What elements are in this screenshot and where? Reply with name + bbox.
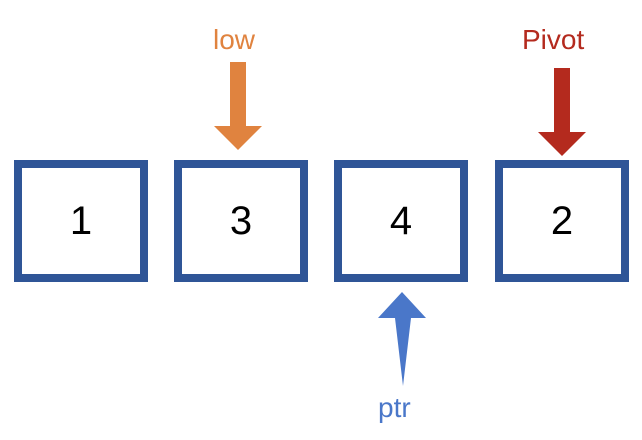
cell-value: 3 bbox=[229, 199, 253, 243]
array-cell-2: 4 bbox=[334, 160, 468, 282]
cell-value: 2 bbox=[550, 199, 574, 243]
ptr-label: ptr bbox=[378, 392, 411, 423]
array-cell-3: 2 bbox=[495, 160, 629, 282]
ptr-arrow-icon bbox=[378, 292, 426, 386]
array-cell-0: 1 bbox=[14, 160, 148, 282]
pivot-label: Pivot bbox=[522, 24, 585, 55]
low-label: low bbox=[213, 24, 256, 55]
low-arrow-icon bbox=[214, 62, 262, 150]
cell-value: 4 bbox=[389, 199, 413, 243]
pivot-arrow-icon bbox=[538, 68, 586, 156]
cell-value: 1 bbox=[69, 199, 93, 243]
array-cell-1: 3 bbox=[174, 160, 308, 282]
